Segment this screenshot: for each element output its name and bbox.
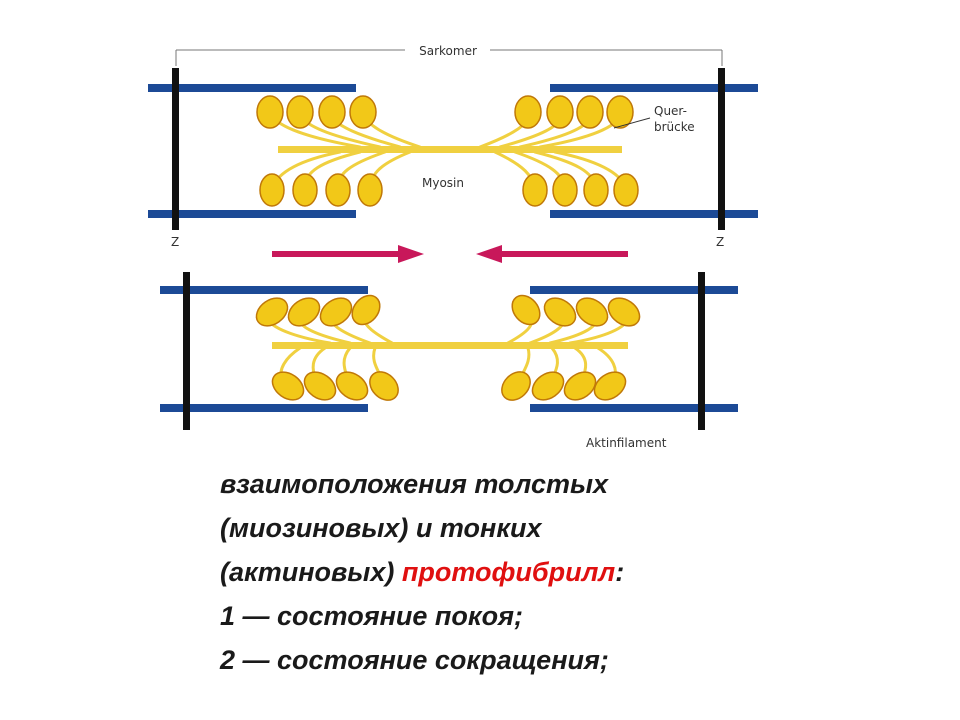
myosin-head	[287, 297, 321, 327]
myosin-head	[319, 297, 353, 327]
myosin-head	[543, 297, 577, 327]
sarkomer-label: Sarkomer	[419, 44, 477, 58]
caption-line-3-text: (актиновых)	[220, 557, 402, 587]
myosin-heads-top	[256, 95, 639, 207]
myosin-heads-bottom	[255, 294, 641, 401]
myosin-head	[369, 371, 399, 401]
caption-line-5: 2 — состояние сокращения;	[220, 645, 609, 675]
caption-line-3-colon: :	[615, 557, 625, 587]
myosin-head	[514, 95, 542, 129]
caption-line-3: (актиновых) протофибрилл:	[220, 550, 920, 594]
caption-highlight-protofibrils: протофибрилл	[401, 557, 616, 587]
myosin-head	[256, 95, 284, 129]
actin-filament	[160, 286, 368, 294]
myosin-head	[335, 371, 369, 401]
myosin-head	[522, 173, 548, 207]
caption-line-2: (миозиновых) и тонких	[220, 513, 542, 543]
myosin-head	[583, 173, 609, 207]
sarcomere-diagram: Sarkomer	[148, 44, 758, 450]
z-lines-top	[172, 68, 725, 230]
z-line-right	[698, 272, 705, 430]
z-line-left	[172, 68, 179, 230]
myosin-head	[351, 294, 381, 326]
myosin-head	[349, 95, 377, 129]
actin-filament	[530, 404, 738, 412]
myosin-head	[546, 95, 574, 129]
actin-filament	[530, 286, 738, 294]
querbruecke-label-line1: Quer-	[654, 104, 687, 118]
z-label-left: Z	[171, 235, 179, 249]
myosin-head	[607, 297, 641, 327]
aktinfilament-label: Aktinfilament	[586, 436, 667, 450]
actin-filament	[148, 84, 356, 92]
myosin-label: Myosin	[422, 176, 464, 190]
actin-filament	[160, 404, 368, 412]
caption: взаимоположения толстых (миозиновых) и т…	[220, 462, 920, 682]
myosin-filament-bottom	[266, 318, 630, 382]
actin-filaments-bottom	[160, 286, 738, 412]
myosin-head	[501, 371, 531, 401]
querbruecke-label-line2: brücke	[654, 120, 695, 134]
myosin-head	[318, 95, 346, 129]
myosin-head	[613, 173, 639, 207]
myosin-head	[563, 371, 597, 401]
myosin-head	[606, 95, 634, 129]
myosin-head	[271, 371, 305, 401]
myosin-head	[531, 371, 565, 401]
caption-line-1: взаимоположения толстых	[220, 469, 609, 499]
actin-filament	[550, 84, 758, 92]
myosin-head	[255, 297, 289, 327]
myosin-head	[511, 294, 541, 326]
myosin-head	[292, 173, 318, 207]
sarkomer-bracket	[175, 49, 723, 66]
actin-filament	[148, 210, 356, 218]
myosin-head	[286, 95, 314, 129]
actin-filaments-top	[148, 84, 758, 218]
actin-filament	[550, 210, 758, 218]
myosin-head	[325, 173, 351, 207]
z-line-left	[183, 272, 190, 430]
z-line-right	[718, 68, 725, 230]
myosin-head	[575, 297, 609, 327]
z-label-right: Z	[716, 235, 724, 249]
myosin-head	[357, 173, 383, 207]
arrow-left	[476, 245, 628, 263]
arrow-right	[272, 245, 424, 263]
contraction-arrows	[272, 245, 628, 263]
myosin-head	[259, 173, 285, 207]
myosin-head	[576, 95, 604, 129]
querbruecke-pointer	[613, 117, 651, 129]
myosin-head	[303, 371, 337, 401]
z-lines-bottom	[183, 272, 705, 430]
caption-line-4: 1 — состояние покоя;	[220, 601, 523, 631]
myosin-head	[552, 173, 578, 207]
myosin-head	[593, 371, 627, 401]
